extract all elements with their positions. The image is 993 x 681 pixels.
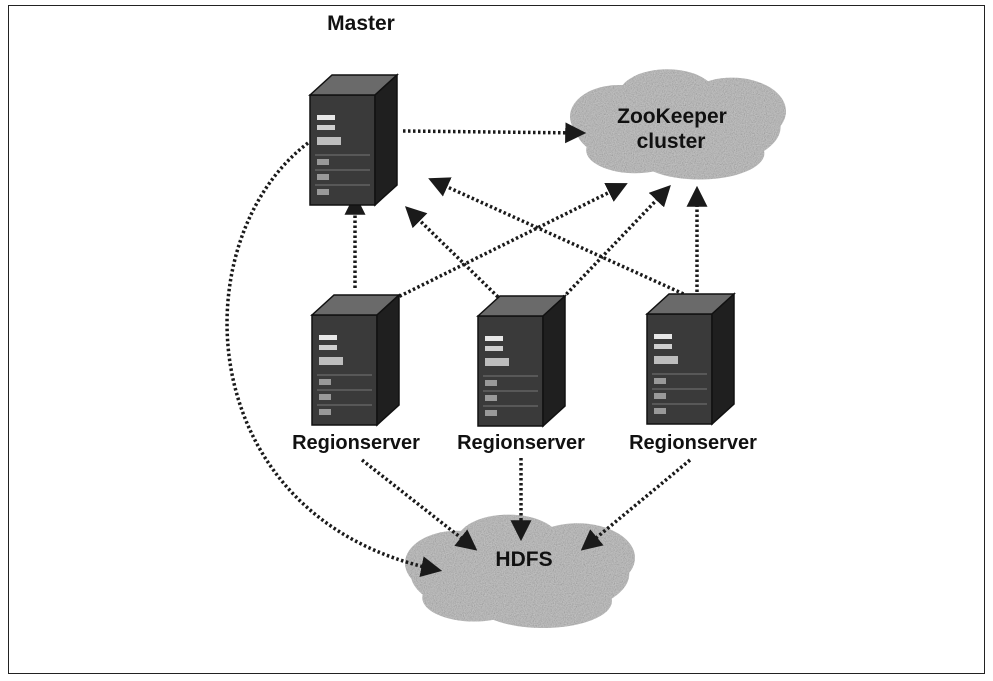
master-label: Master: [327, 12, 395, 35]
edges: [225, 122, 708, 577]
regionserver-1-label: Regionserver: [292, 432, 420, 454]
regionserver-3-icon: [646, 293, 735, 425]
hdfs-label: HDFS: [495, 548, 552, 571]
edge-master-hdfs: [225, 141, 443, 577]
edge-rs3-master: [428, 177, 689, 298]
regionserver-1-icon: [311, 294, 400, 426]
regionserver-2-label: Regionserver: [457, 432, 585, 454]
regionserver-2-icon: [477, 295, 566, 427]
zookeeper-label-line2: cluster: [637, 130, 706, 153]
regionserver-3-label: Regionserver: [629, 432, 757, 454]
edge-master-zookeeper: [402, 122, 587, 144]
edge-rs3-hdfs: [580, 458, 692, 551]
edge-rs2-master: [404, 206, 500, 299]
edge-rs2-zookeeper: [554, 184, 671, 307]
master-server-icon: [309, 74, 398, 206]
edge-rs1-zookeeper: [385, 183, 628, 305]
zookeeper-label-line1: ZooKeeper: [617, 105, 727, 128]
diagram-frame: [8, 5, 985, 674]
hdfs-cloud-icon: [405, 514, 635, 628]
edge-rs1-hdfs: [360, 458, 478, 551]
